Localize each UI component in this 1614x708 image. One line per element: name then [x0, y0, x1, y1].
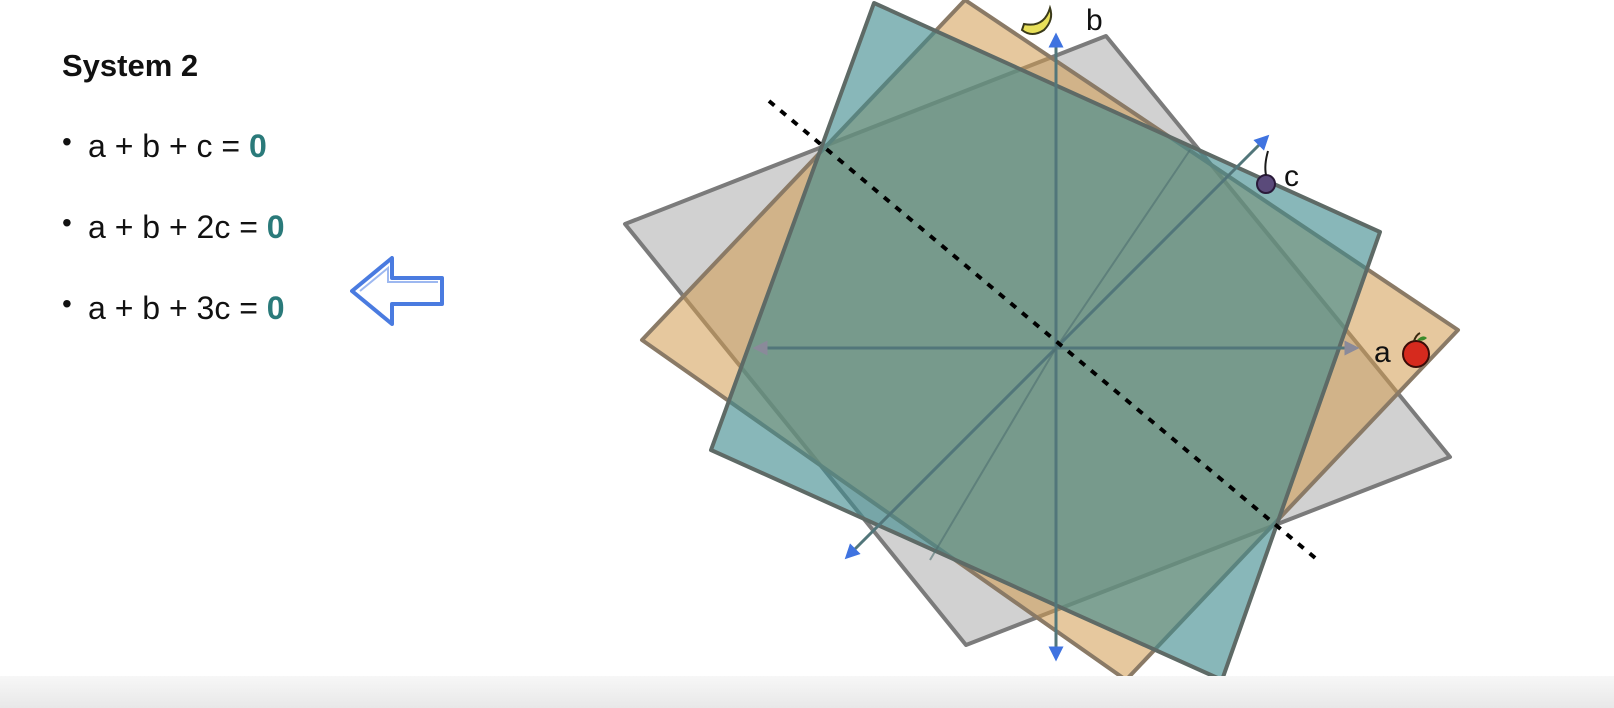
label-b: b: [1086, 4, 1103, 37]
equation-3-lhs: a + b + 3c =: [88, 290, 267, 326]
left-arrow-icon: [350, 256, 446, 330]
bullet: •: [62, 207, 72, 238]
slide-title: System 2: [62, 48, 199, 83]
bullet: •: [62, 126, 72, 157]
equation-1-lhs: a + b + c =: [88, 128, 249, 164]
equation-2-rhs: 0: [266, 209, 285, 245]
label-a: a: [1374, 336, 1391, 369]
label-c: c: [1284, 160, 1299, 193]
bullet: •: [62, 288, 72, 319]
apple-icon: [1402, 332, 1430, 368]
plane-teal: [709, 1, 1382, 682]
equation-3-rhs: 0: [266, 290, 285, 326]
equation-2-lhs: a + b + 2c =: [88, 209, 267, 245]
equation-1-rhs: 0: [249, 128, 267, 164]
cherry-icon: [1256, 150, 1276, 194]
banana-icon: [1020, 4, 1053, 35]
footer-bar: [0, 676, 1614, 708]
